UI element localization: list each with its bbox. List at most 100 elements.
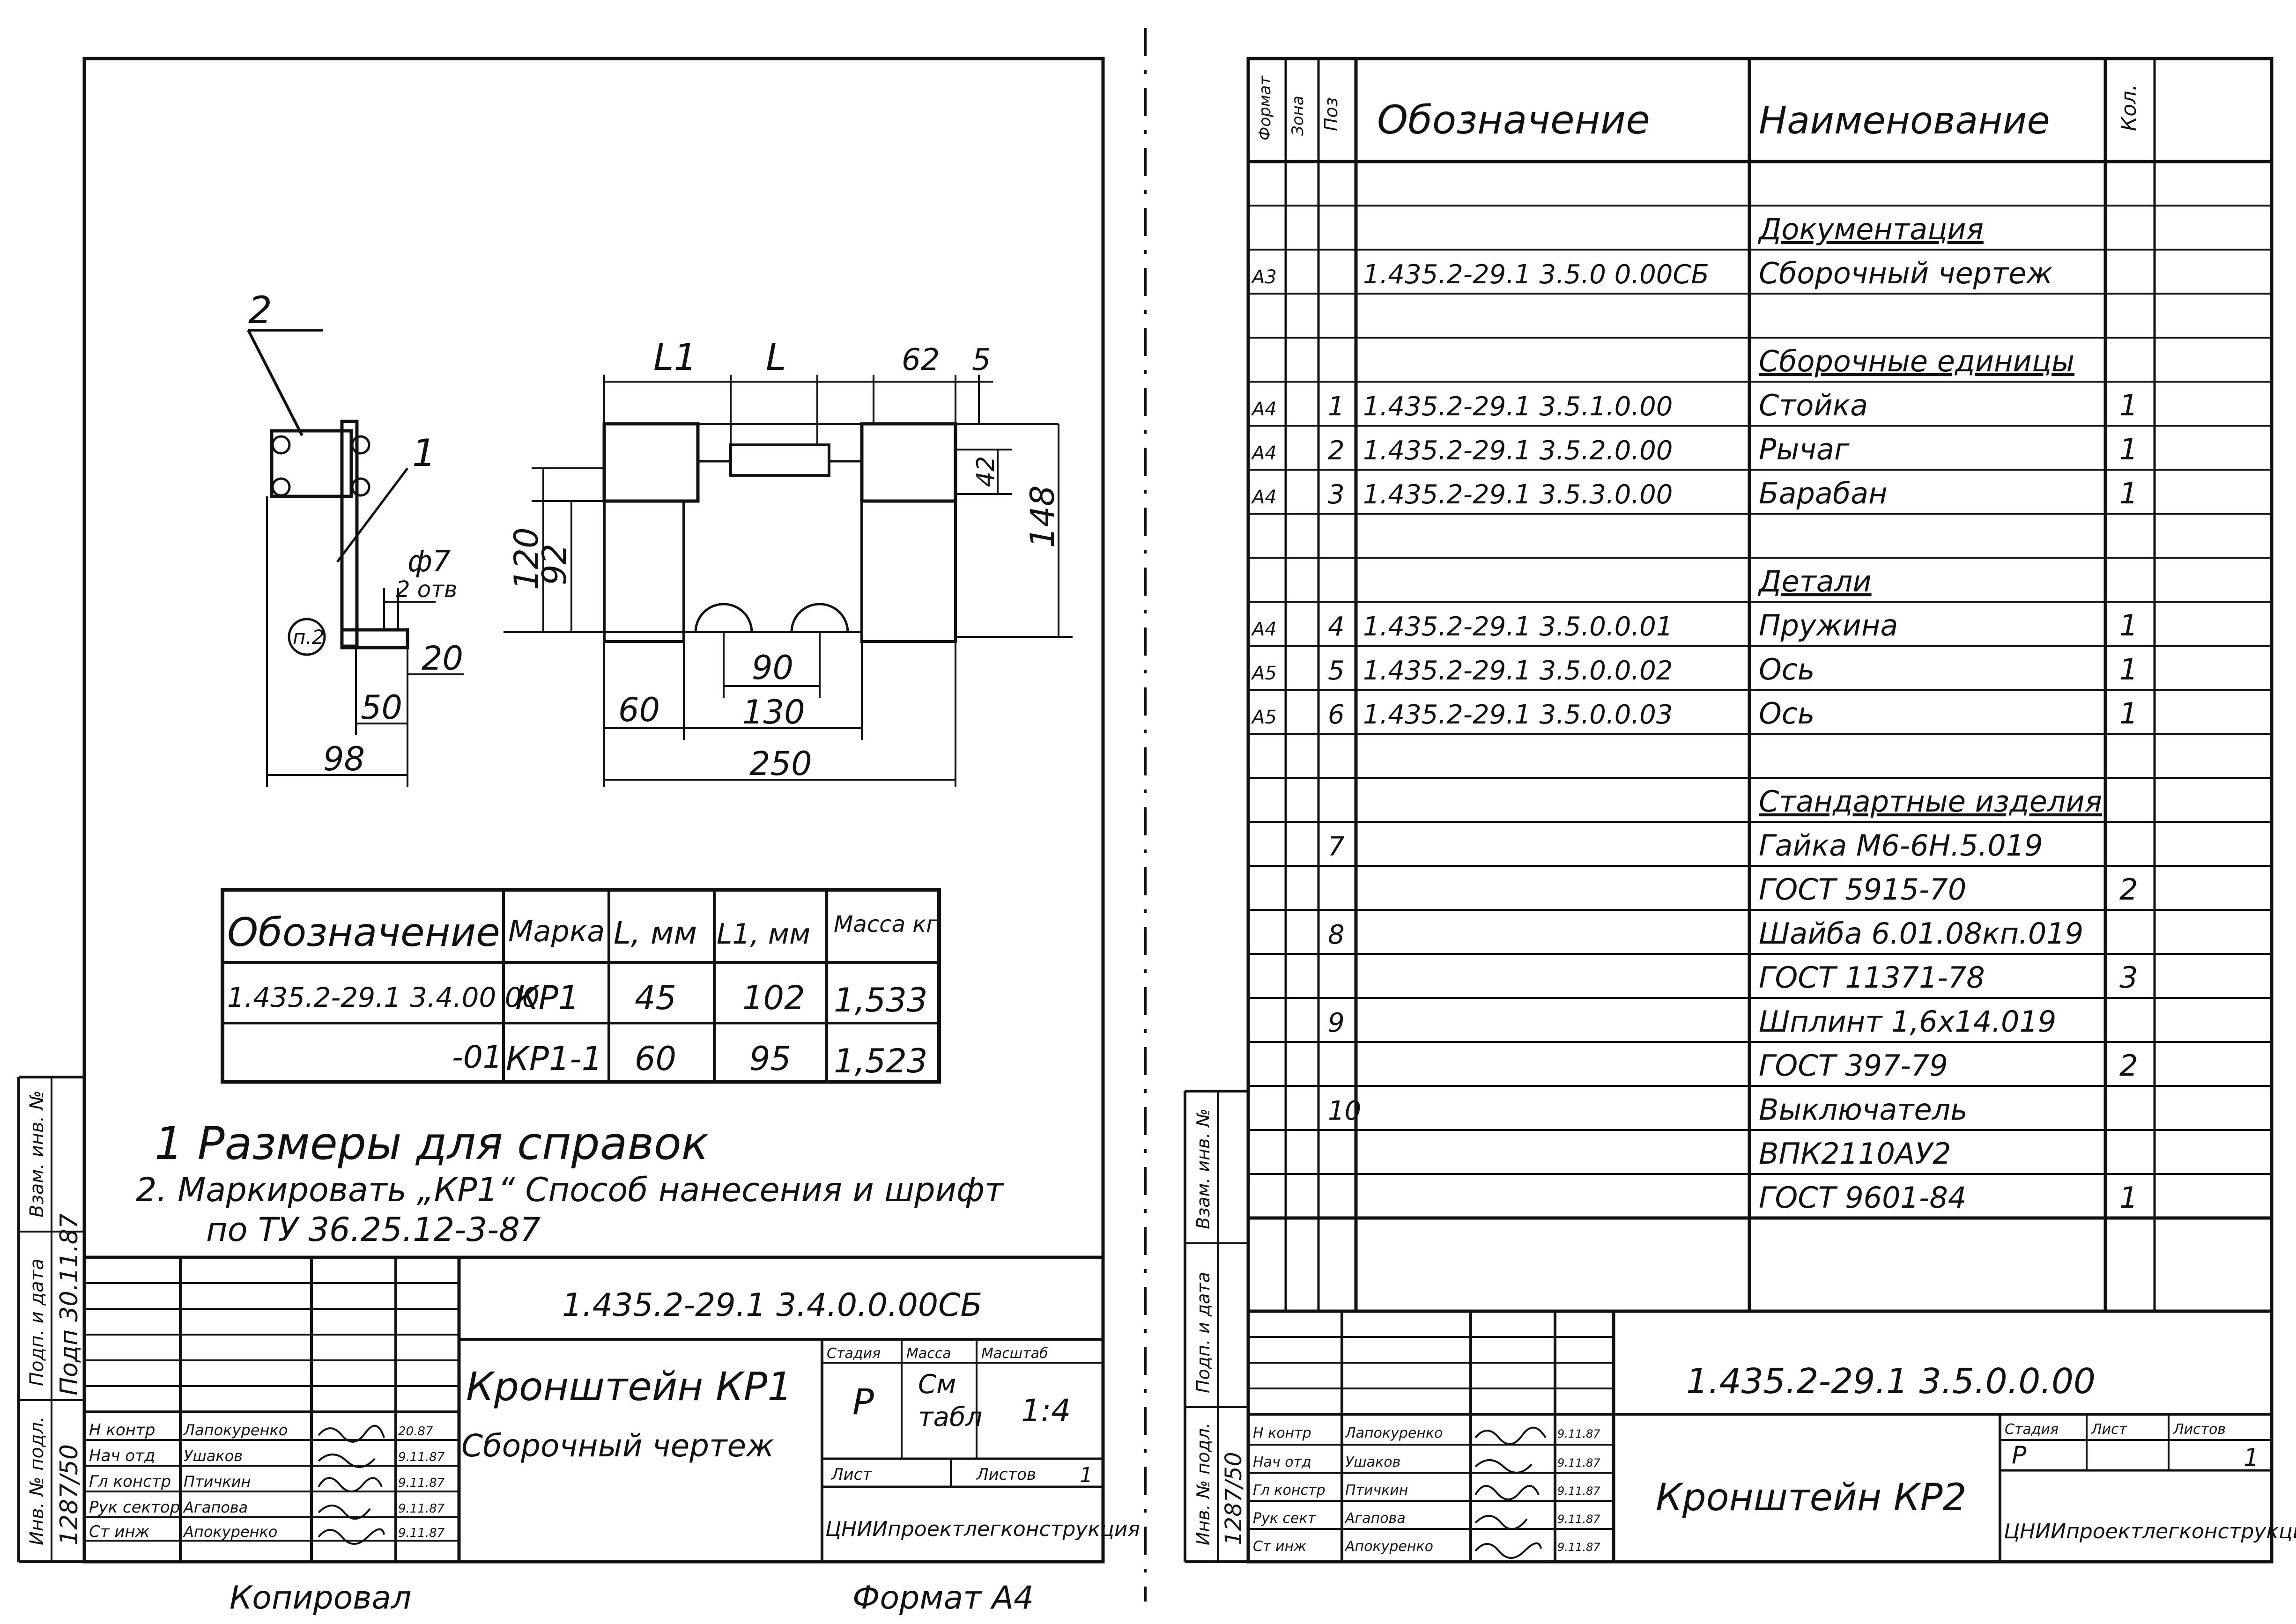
table-cell-r2-designation: -01 <box>452 1039 503 1075</box>
dim-148: 148 <box>1023 485 1062 548</box>
left-stamp-sheets-value: 1 <box>1080 1463 1093 1487</box>
left-stamp-stage: Р <box>852 1381 874 1423</box>
spec-cell-pos: 10 <box>1328 1096 1361 1126</box>
right-date-1: 9.11.87 <box>1557 1427 1600 1440</box>
spec-cell-des: 1.435.2-29.1 3.5.1.0.00 <box>1363 391 1673 422</box>
table-cell-r1-mark: КР1 <box>515 979 579 1017</box>
dim-250: 250 <box>749 745 812 783</box>
spec-cell-des: 1.435.2-29.1 3.5.0 0.00СБ <box>1363 259 1709 290</box>
left-name-1: Лапокуренко <box>183 1421 288 1439</box>
spec-cell-name: Шайба 6.01.08кп.019 <box>1759 916 2083 951</box>
table-header-designation: Обозначение <box>227 909 500 955</box>
spec-cell-des: 1.435.2-29.1 3.5.3.0.00 <box>1363 480 1673 510</box>
right-name-4: Агапова <box>1344 1510 1406 1527</box>
spec-cell-name: Документация <box>1757 212 1984 246</box>
left-stamp-title-2: Сборочный чертеж <box>461 1428 774 1464</box>
table-cell-r2-mass: 1,523 <box>834 1042 927 1080</box>
left-signatures <box>318 1425 385 1545</box>
spec-cell-pos: 3 <box>1328 480 1345 510</box>
spec-cell-name: Шплинт 1,6х14.019 <box>1759 1004 2056 1039</box>
left-stamp-mass-1: См <box>918 1369 956 1400</box>
spec-cell-name: Стандартные изделия <box>1759 784 2102 819</box>
table-cell-r1-designation: 1.435.2-29.1 3.4.00 00 <box>227 982 540 1013</box>
right-side-label-replace: Взам. инв. № <box>1193 1108 1214 1229</box>
left-date-1: 20.87 <box>398 1425 433 1439</box>
dim-5: 5 <box>972 343 991 377</box>
left-parameter-table <box>221 888 941 1084</box>
dim-130: 130 <box>742 693 805 731</box>
right-side-label-sign: Подп. и дата <box>1193 1272 1214 1393</box>
left-stamp-sheets-label: Листов <box>976 1465 1036 1484</box>
dim-20: 20 <box>422 639 463 678</box>
spec-cell-qty: 1 <box>2119 476 2138 510</box>
spec-cell-qty: 2 <box>2119 1048 2138 1083</box>
dim-50: 50 <box>361 688 402 727</box>
right-signatures <box>1474 1426 1547 1559</box>
right-stamp-designation: 1.435.2-29.1 3.5.0.0.00 <box>1686 1361 2096 1402</box>
right-stamp-org: ЦНИИпроектлегконструкция <box>2004 1520 2296 1543</box>
right-date-5: 9.11.87 <box>1557 1541 1600 1554</box>
left-stamp-scale: 1:4 <box>1021 1393 1071 1429</box>
left-name-2: Ушаков <box>184 1447 243 1465</box>
table-cell-r2-L1: 95 <box>749 1040 791 1078</box>
spec-header-zone: Зона <box>1289 96 1307 136</box>
right-role-2: Нач отд <box>1253 1454 1311 1470</box>
dim-hole-qty: 2 отв <box>396 576 457 603</box>
spec-cell-fmt: А4 <box>1251 399 1277 420</box>
spec-cell-des: 1.435.2-29.1 3.5.2.0.00 <box>1363 436 1673 466</box>
table-cell-r2-mark: КР1-1 <box>506 1040 602 1078</box>
left-date-4: 9.11.87 <box>398 1502 445 1516</box>
left-stamp-org: ЦНИИпроектлегконструкция <box>825 1517 1140 1541</box>
spec-cell-des: 1.435.2-29.1 3.5.0.0.03 <box>1363 700 1673 730</box>
right-side-value-inv: 1287/50 <box>1221 1452 1247 1545</box>
spec-cell-qty: 1 <box>2119 432 2138 466</box>
right-stamp-col-stage: Стадия <box>2005 1421 2059 1438</box>
spec-cell-qty: 1 <box>2119 388 2138 422</box>
right-name-2: Ушаков <box>1345 1454 1400 1470</box>
right-stamp-col-sheet: Лист <box>2091 1421 2128 1438</box>
right-name-5: Апокуренко <box>1344 1538 1433 1555</box>
spec-cell-name: Выключатель <box>1759 1093 1968 1127</box>
callout-1: 1 <box>412 431 436 475</box>
spec-cell-des: 1.435.2-29.1 3.5.0.0.01 <box>1363 612 1673 642</box>
left-date-3: 9.11.87 <box>398 1476 445 1490</box>
left-stamp-roles: Н контр Нач отд Гл констр Рук сектор Ст … <box>89 1421 445 1541</box>
left-name-5: Апокуренко <box>183 1523 277 1541</box>
spec-cell-pos: 6 <box>1328 700 1345 730</box>
spec-cell-pos: 7 <box>1328 832 1345 862</box>
spec-cell-qty: 3 <box>2119 960 2138 995</box>
dim-120: 120 <box>507 527 546 590</box>
left-stamp-mass-2: табл <box>918 1402 982 1432</box>
dim-hole-dia: ф7 <box>407 544 451 578</box>
spec-header-designation: Обозначение <box>1377 97 1650 143</box>
spec-cell-pos: 4 <box>1328 612 1345 642</box>
spec-cell-name: ГОСТ 9601-84 <box>1759 1181 1966 1215</box>
right-date-3: 9.11.87 <box>1557 1484 1600 1498</box>
spec-cell-des: 1.435.2-29.1 3.5.0.0.02 <box>1363 656 1673 686</box>
spec-header-qty: Кол. <box>2117 84 2141 131</box>
left-side-strip: Инв. № подл. Подп. и дата Взам. инв. № 1… <box>26 1090 83 1545</box>
spec-cell-name: Гайка М6-6Н.5.019 <box>1759 828 2043 863</box>
left-stamp-title-1: Кронштейн КР1 <box>466 1364 792 1410</box>
dim-92: 92 <box>535 544 574 585</box>
note-3: по ТУ 36.25.12-3-87 <box>206 1211 541 1249</box>
spec-cell-qty: 1 <box>2119 652 2138 687</box>
spec-cell-fmt: А5 <box>1251 707 1277 728</box>
dim-42: 42 <box>972 456 1000 487</box>
right-stamp-stage: Р <box>2012 1441 2027 1469</box>
note-2: 2. Маркировать „КР1“ Способ нанесения и … <box>136 1171 1005 1209</box>
left-stamp-sheet-label: Лист <box>830 1465 872 1484</box>
right-role-1: Н контр <box>1253 1425 1311 1441</box>
side-view-drawing <box>247 329 464 787</box>
note-1: 1 Размеры для справок <box>155 1117 709 1170</box>
spec-cell-fmt: А4 <box>1251 443 1277 464</box>
right-date-4: 9.11.87 <box>1557 1513 1600 1526</box>
side-value-inv: 1287/50 <box>55 1444 83 1545</box>
left-stamp-col-mass: Масса <box>906 1345 951 1362</box>
spec-cell-fmt: А3 <box>1251 266 1277 288</box>
right-role-3: Гл констр <box>1253 1482 1326 1499</box>
spec-cell-qty: 1 <box>2119 608 2138 642</box>
right-role-4: Рук сект <box>1253 1510 1317 1527</box>
